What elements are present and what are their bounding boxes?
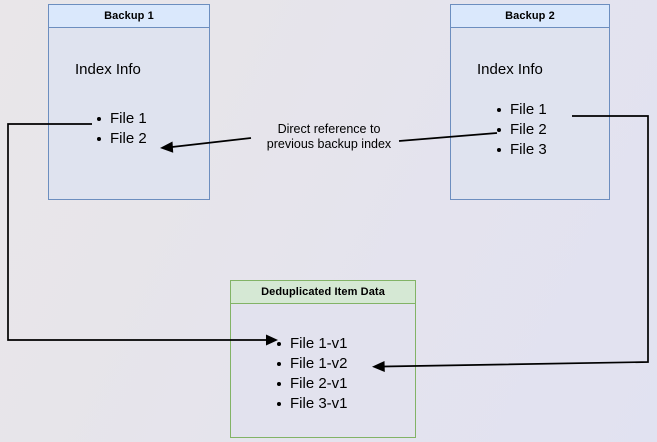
list-item: File 2 <box>97 129 147 149</box>
edge-label-direct-reference: Direct reference to previous backup inde… <box>266 122 392 151</box>
node-dedup-body: File 1-v1 File 1-v2 File 2-v1 File 3-v1 <box>231 304 415 437</box>
edge-direct-reference-right-tail <box>398 132 498 142</box>
list-item: File 1 <box>97 109 147 129</box>
edge-backup1-to-dedup <box>7 123 278 346</box>
node-backup-1-header: Backup 1 <box>49 5 209 28</box>
backup-2-index-info-label: Index Info <box>477 61 543 78</box>
node-backup-1-body: Index Info File 1 File 2 <box>49 28 209 199</box>
list-item: File 1 <box>497 100 547 120</box>
dedup-file-list: File 1-v1 File 1-v2 File 2-v1 File 3-v1 <box>277 334 348 414</box>
list-item: File 2 <box>497 120 547 140</box>
node-backup-2[interactable]: Backup 2 Index Info File 1 File 2 File 3 <box>450 4 610 200</box>
backup-1-index-info-label: Index Info <box>75 61 141 78</box>
list-item: File 3-v1 <box>277 394 348 414</box>
backup-2-file-list: File 1 File 2 File 3 <box>497 100 547 160</box>
list-item: File 2-v1 <box>277 374 348 394</box>
node-backup-2-header: Backup 2 <box>451 5 609 28</box>
edge-direct-reference-arrow <box>160 137 252 153</box>
node-backup-1[interactable]: Backup 1 Index Info File 1 File 2 <box>48 4 210 200</box>
list-item: File 1-v1 <box>277 334 348 354</box>
node-deduplicated-item-data[interactable]: Deduplicated Item Data File 1-v1 File 1-… <box>230 280 416 438</box>
node-dedup-header: Deduplicated Item Data <box>231 281 415 304</box>
node-backup-2-body: Index Info File 1 File 2 File 3 <box>451 28 609 199</box>
list-item: File 3 <box>497 140 547 160</box>
list-item: File 1-v2 <box>277 354 348 374</box>
edge-backup2-to-dedup <box>372 115 649 372</box>
backup-1-file-list: File 1 File 2 <box>97 109 147 149</box>
